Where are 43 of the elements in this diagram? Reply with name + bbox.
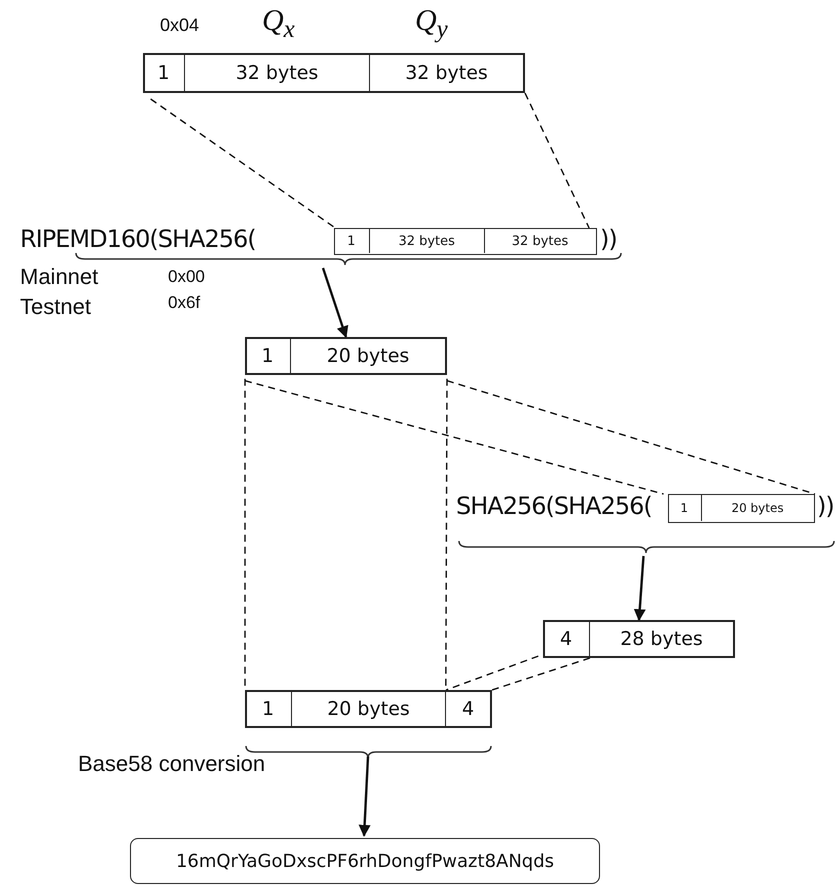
coordinate-label: Q$_{y}$	[415, 4, 448, 44]
byte-cell: 1	[668, 495, 702, 522]
prefix-label: 0x04	[160, 16, 200, 36]
projection-line	[492, 657, 590, 691]
projection-line	[244, 380, 664, 495]
coordinate-label: Q$_{x}$	[262, 4, 295, 44]
function-text: ))	[817, 493, 834, 520]
byte-cell: 32 bytes	[370, 55, 523, 91]
byte-cell: 1	[245, 692, 292, 726]
projection-line	[446, 655, 539, 691]
function-text: SHA256(SHA256(	[456, 493, 652, 520]
byte-field	[245, 690, 492, 728]
arrow	[358, 756, 371, 837]
byte-cell: 4	[446, 692, 490, 726]
byte-cell: 20 bytes	[702, 495, 814, 522]
byte-cell: 1	[143, 55, 185, 91]
network-label: Mainnet	[20, 265, 98, 290]
function-text: ))	[600, 226, 617, 252]
address-box: 16mQrYaGoDxscPF6rhDongfPwazt8ANqds	[130, 838, 600, 884]
byte-field	[143, 53, 525, 93]
byte-cell: 32 bytes	[185, 55, 370, 91]
byte-cell: 20 bytes	[291, 339, 445, 373]
byte-cell: 4	[543, 622, 590, 656]
byte-cell: 28 bytes	[590, 622, 733, 656]
arrow	[634, 556, 646, 622]
prefix-label: 0x6f	[168, 294, 200, 313]
network-label: Testnet	[20, 295, 91, 320]
byte-field	[334, 228, 597, 255]
step-label: Base58 conversion	[78, 752, 266, 776]
byte-cell: 32 bytes	[484, 229, 596, 254]
projection-line	[150, 98, 336, 229]
prefix-label: 0x00	[168, 268, 205, 287]
byte-cell: 1	[245, 339, 291, 373]
arrow	[322, 268, 348, 338]
function-text: RIPEMD160(SHA256(	[20, 226, 256, 252]
byte-field	[543, 620, 735, 658]
projection-line	[524, 92, 590, 228]
projection-line	[446, 380, 816, 495]
byte-cell: 1	[334, 229, 370, 254]
byte-field	[668, 494, 815, 523]
byte-field	[245, 337, 447, 375]
byte-cell: 20 bytes	[292, 692, 446, 726]
byte-cell: 32 bytes	[370, 229, 485, 254]
